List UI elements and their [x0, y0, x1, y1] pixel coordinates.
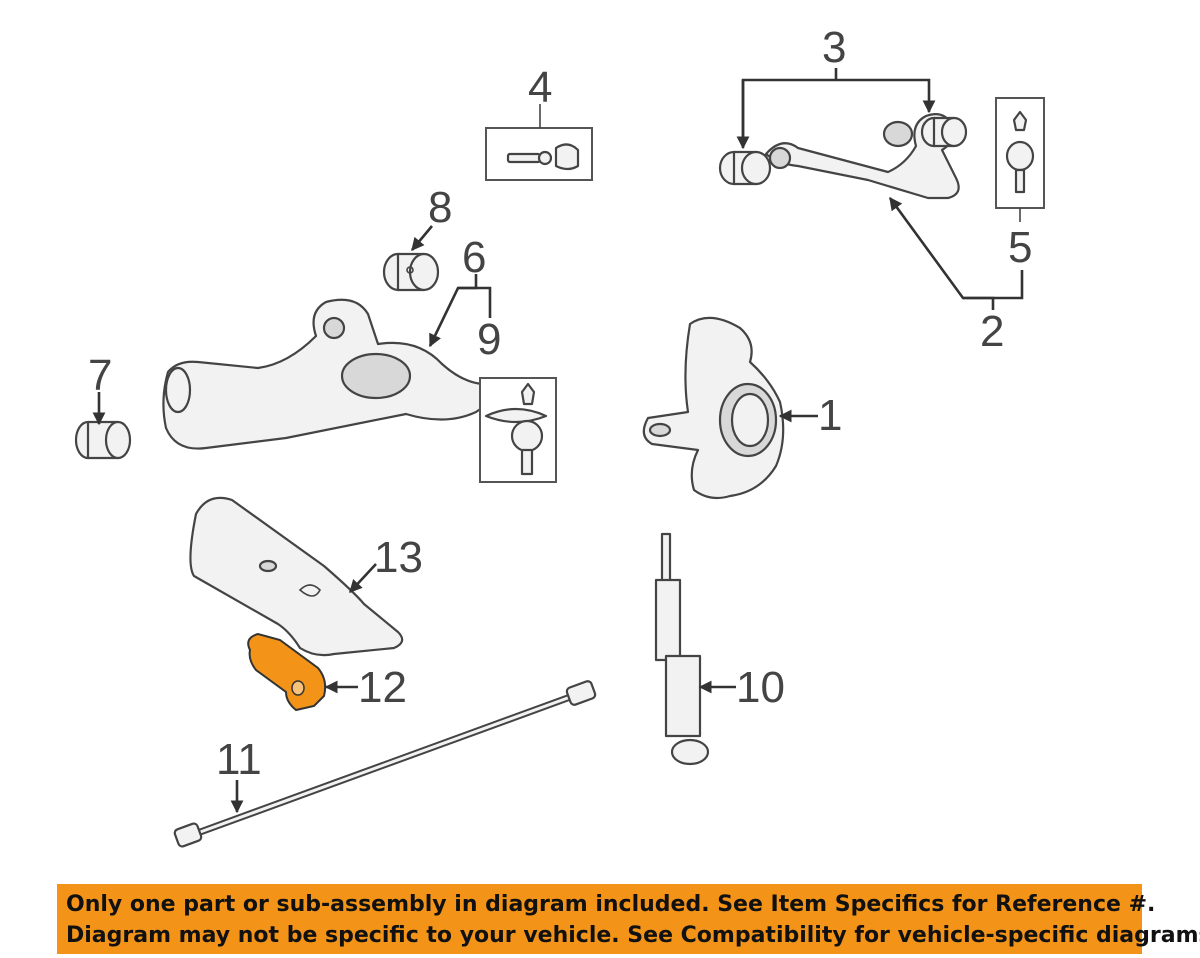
part-1-steering-knuckle	[642, 316, 785, 500]
disclaimer-line-1: Only one part or sub-assembly in diagram…	[66, 892, 1156, 917]
parts-diagram: 1 2 3 4 5 6 7 8 9 10 11 12 13	[74, 23, 1045, 848]
part-5-upper-ball-joint	[995, 97, 1045, 222]
callout-2: 2	[980, 307, 1004, 356]
part-4-bolt-kit	[485, 104, 593, 181]
callout-7: 7	[88, 351, 112, 400]
part-12-bracket-highlighted	[247, 632, 327, 712]
callout-9: 9	[477, 315, 501, 364]
callout-8: 8	[428, 183, 452, 232]
part-10-shock-absorber	[654, 532, 710, 766]
part-9-lower-ball-joint	[479, 377, 557, 483]
callout-12: 12	[358, 663, 407, 712]
callout-1: 1	[818, 391, 842, 440]
callout-11: 11	[216, 735, 262, 784]
callout-3: 3	[822, 23, 846, 72]
leader-lines	[92, 68, 1024, 814]
disclaimer-line-2: Diagram may not be specific to your vehi…	[66, 923, 1200, 948]
part-13-crossmember	[189, 496, 404, 657]
disclaimer-banner: Only one part or sub-assembly in diagram…	[57, 884, 1200, 954]
callout-13: 13	[374, 533, 423, 582]
callout-10: 10	[736, 663, 785, 712]
part-11-stabilizer-bar	[173, 680, 597, 848]
part-6-lower-control-arm	[162, 298, 493, 450]
part-8-bushing	[382, 252, 440, 292]
callout-4: 4	[528, 63, 552, 112]
part-2-upper-control-arm	[764, 113, 960, 200]
callout-6: 6	[462, 233, 486, 282]
part-3-upper-bushings	[718, 116, 968, 186]
part-7-bushing	[74, 420, 132, 460]
callout-5: 5	[1008, 223, 1032, 272]
